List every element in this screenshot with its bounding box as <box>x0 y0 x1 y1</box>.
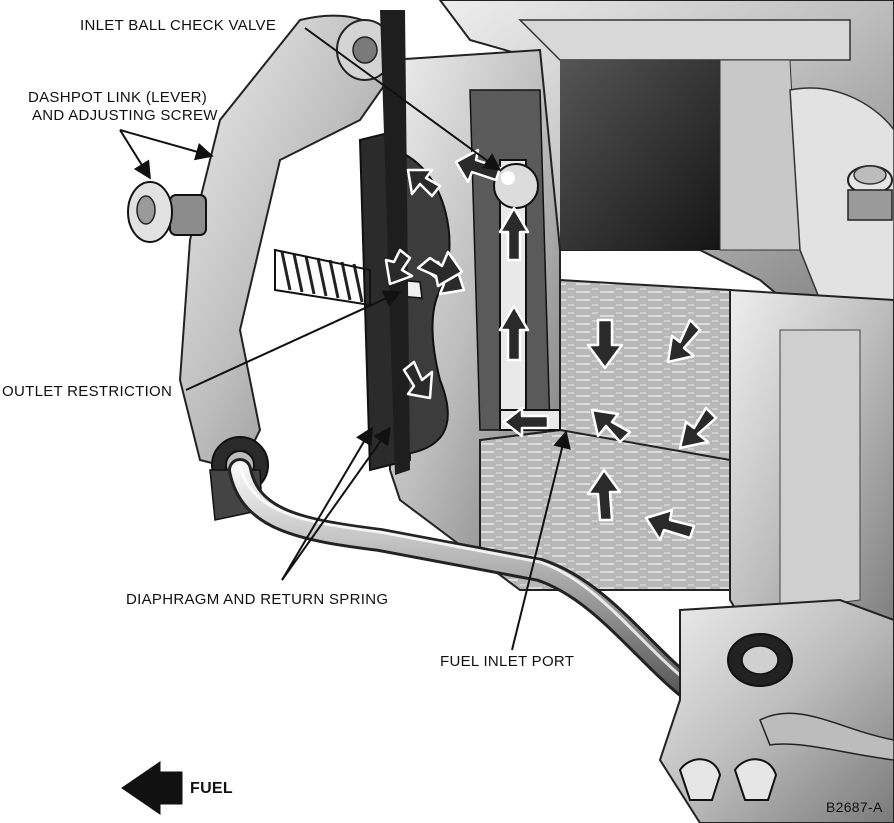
flow-arrow-passage-up-1 <box>498 304 530 362</box>
label-dashpot-line-2: AND ADJUSTING SCREW <box>32 107 218 124</box>
flow-arrow-bowl-up-1 <box>586 468 622 522</box>
fuel-line-rod <box>228 458 702 702</box>
flow-arrow-diaphragm-left <box>384 248 414 286</box>
flow-arrow-bowl-down-1 <box>586 318 624 370</box>
legend-fuel-label: FUEL <box>190 780 233 797</box>
mounting-flange <box>658 598 894 823</box>
flow-arrow-outlet <box>416 250 464 288</box>
carburetor-main-body <box>438 0 894 332</box>
body-screw <box>847 165 893 221</box>
flow-arrow-bowl-diag-1 <box>666 318 702 364</box>
leader-fuel-inlet-port <box>511 430 571 651</box>
leader-dashpot-link <box>119 129 214 161</box>
flow-arrow-bowl-left-1 <box>590 408 632 444</box>
flow-arrow-bowl-left-2 <box>644 508 696 542</box>
label-inlet-ball-check-valve: INLET BALL CHECK VALVE <box>80 17 277 34</box>
callout-leader-lines <box>119 27 571 651</box>
fuel-legend-arrow-icon <box>121 761 183 815</box>
flow-arrow-bowl-diag-2 <box>678 406 718 450</box>
flow-arrow-inlet-port <box>502 406 550 438</box>
flow-arrow-diaphragm-lower <box>402 360 434 400</box>
fuel-flow-arrows <box>384 148 718 542</box>
leader-inlet-ball-check-valve <box>304 27 502 172</box>
inlet-check-ball <box>493 163 539 209</box>
label-fuel-inlet-port: FUEL INLET PORT <box>440 653 575 670</box>
leader-diaphragm-2 <box>281 426 392 581</box>
flow-arrow-diaphragm-upper <box>406 168 442 198</box>
label-dashpot-line-1: DASHPOT LINK (LEVER) <box>28 89 208 106</box>
float-bowl-housing <box>729 288 894 652</box>
flow-arrow-passage-up-2 <box>498 206 530 262</box>
flow-arrow-top-left <box>454 148 502 184</box>
label-outlet-restriction: OUTLET RESTRICTION <box>2 383 173 400</box>
figure-code: B2687-A <box>826 799 883 815</box>
dashpot-lever-bracket <box>178 10 410 475</box>
label-diaphragm-and-return-spring: DIAPHRAGM AND RETURN SPRING <box>126 591 389 608</box>
leader-outlet-restriction <box>185 290 402 391</box>
leader-diaphragm-1 <box>281 426 373 581</box>
leader-adjusting-screw <box>119 129 151 180</box>
